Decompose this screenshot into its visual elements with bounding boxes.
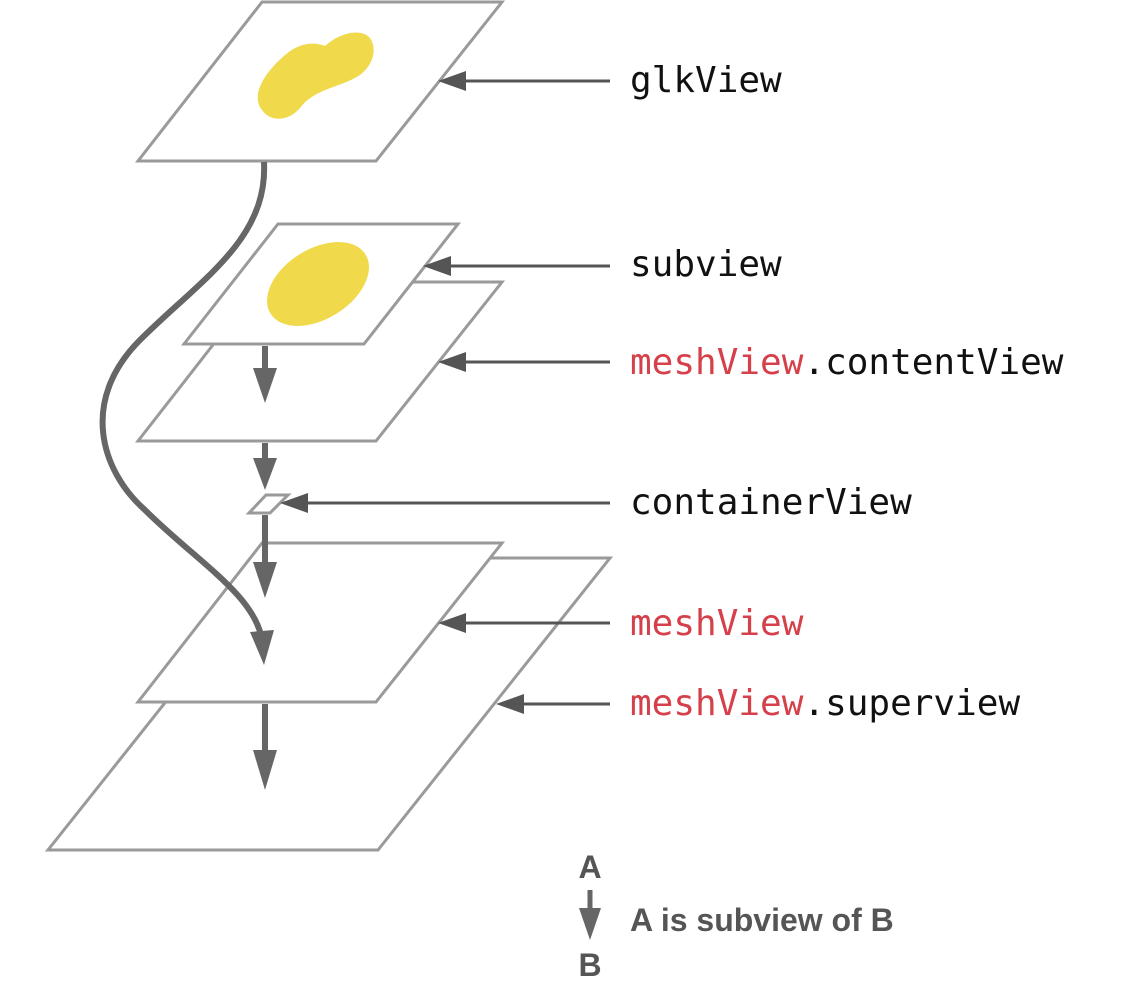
label-contentview: meshView.contentView: [630, 342, 1064, 383]
label-subview: subview: [630, 244, 782, 285]
contentview-pointer-head: [438, 352, 466, 372]
label-contentview-suffix: .contentView: [803, 342, 1063, 383]
containerview-pointer-head: [280, 493, 308, 513]
label-superview: meshView.superview: [630, 683, 1020, 724]
glkview-to-meshview-arrowhead: [250, 630, 274, 665]
subview-pointer-head: [423, 256, 451, 276]
label-superview-prefix: meshView: [630, 683, 804, 724]
plane-meshview: [134, 541, 506, 704]
legend-description: A is subview of B: [630, 902, 894, 938]
label-contentview-prefix: meshView: [630, 342, 804, 383]
legend-arrowhead: [579, 908, 601, 940]
plane-containerview: [245, 493, 292, 515]
meshview-pointer-head: [438, 613, 466, 633]
legend-a: A: [578, 849, 601, 885]
label-containerview: containerView: [630, 482, 912, 523]
subview-blob: [267, 242, 369, 326]
subview-to-contentview-arrowhead: [253, 368, 277, 403]
label-meshview: meshView: [630, 603, 804, 644]
glkview-blob: [257, 32, 374, 119]
containerview-to-meshview-arrowhead: [253, 562, 277, 598]
label-glkview: glkView: [630, 60, 782, 101]
label-superview-suffix: .superview: [803, 683, 1020, 724]
legend-b: B: [578, 947, 601, 983]
glkview-to-meshview-link: [99, 161, 268, 641]
contentview-to-containerview-arrowhead: [253, 458, 277, 490]
glkview-pointer-head: [438, 71, 466, 91]
meshview-to-superview-arrowhead: [253, 750, 277, 790]
superview-pointer-head: [496, 694, 524, 714]
